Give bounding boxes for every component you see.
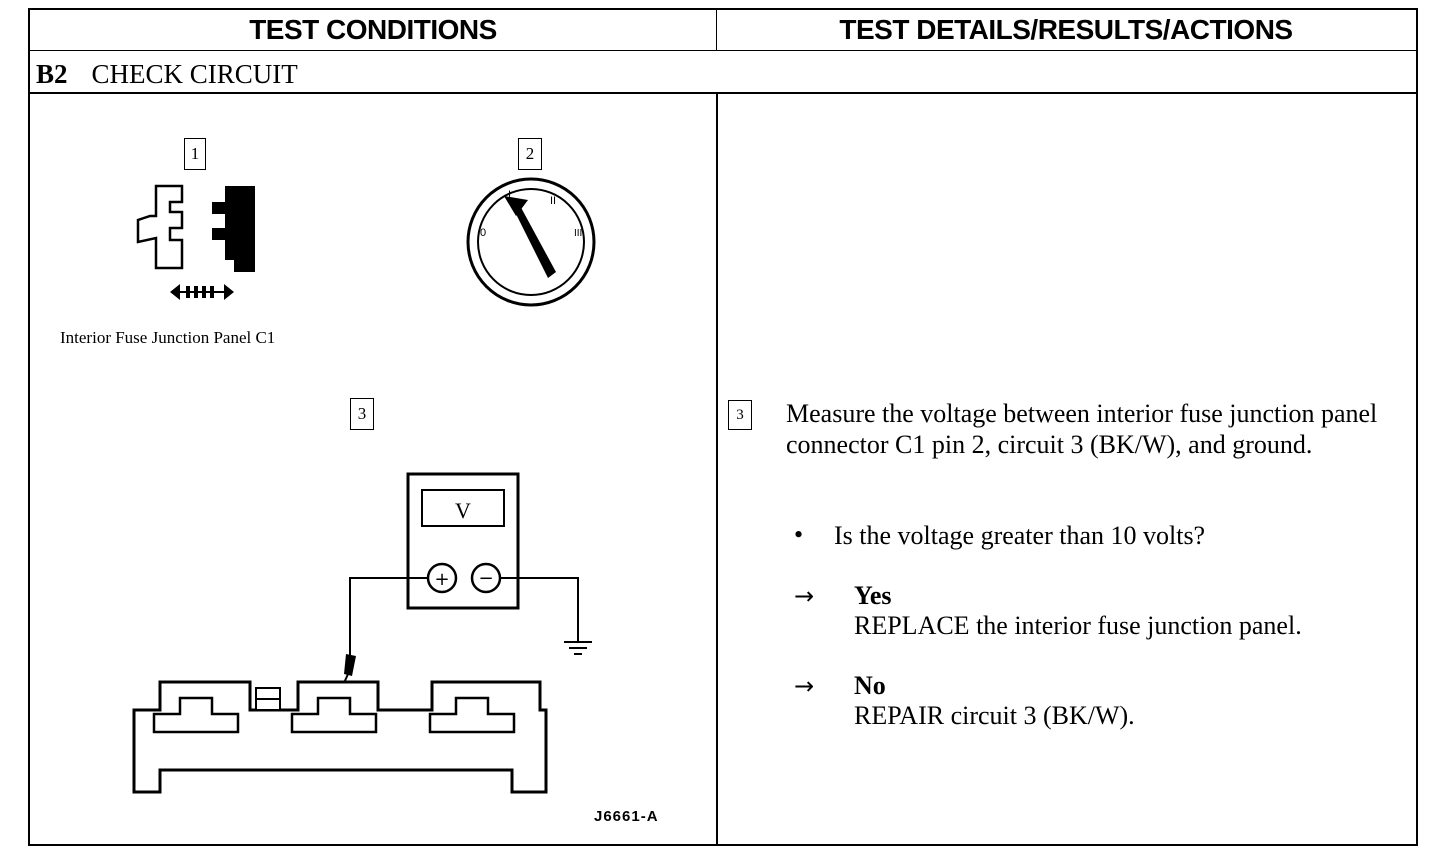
step-id: B2: [36, 59, 68, 89]
detail-step-number: 3: [728, 400, 752, 430]
yes-action: REPLACE the interior fuse junction panel…: [854, 611, 1302, 640]
bullet-marker: •: [794, 520, 804, 549]
callout-2: 2: [518, 138, 542, 170]
test-table: TEST CONDITIONS TEST DETAILS/RESULTS/ACT…: [28, 8, 1418, 846]
step-divider: [30, 92, 1416, 94]
header-test-conditions: TEST CONDITIONS: [249, 14, 497, 45]
yes-arrow-icon: →: [794, 582, 815, 610]
no-arrow-icon: →: [794, 672, 815, 700]
voltmeter-circuit-illustration: V + −: [132, 472, 592, 794]
connector-separation-illustration: [136, 184, 255, 300]
question-text: Is the voltage greater than 10 volts?: [834, 521, 1206, 550]
switch-position-1: I: [508, 189, 511, 201]
no-action: REPAIR circuit 3 (BK/W).: [854, 701, 1135, 730]
minus-symbol: −: [478, 568, 493, 589]
switch-position-3: III: [574, 228, 582, 239]
column-divider-body: [716, 94, 718, 844]
instruction-text: Measure the voltage between interior fus…: [786, 399, 1378, 459]
column-divider-header: [716, 10, 717, 50]
callout-1: 1: [184, 138, 206, 170]
header-divider: [30, 50, 1416, 51]
connector-caption: Interior Fuse Junction Panel C1: [60, 328, 276, 347]
plus-symbol: +: [434, 569, 449, 590]
yes-label: Yes: [854, 581, 892, 610]
switch-position-off: 0: [480, 227, 486, 239]
figure-id: J6661-A: [594, 808, 659, 825]
header-test-details: TEST DETAILS/RESULTS/ACTIONS: [839, 14, 1293, 45]
ignition-switch-illustration: 0 I II III: [466, 177, 596, 307]
voltmeter-symbol: V: [455, 498, 471, 523]
step-title: CHECK CIRCUIT: [91, 59, 298, 89]
switch-position-2: II: [550, 195, 556, 207]
connector-face: [132, 680, 548, 794]
no-label: No: [854, 671, 886, 700]
callout-3: 3: [350, 398, 374, 430]
voltmeter-display: [421, 489, 505, 527]
step-title-row: B2 CHECK CIRCUIT: [36, 54, 298, 94]
